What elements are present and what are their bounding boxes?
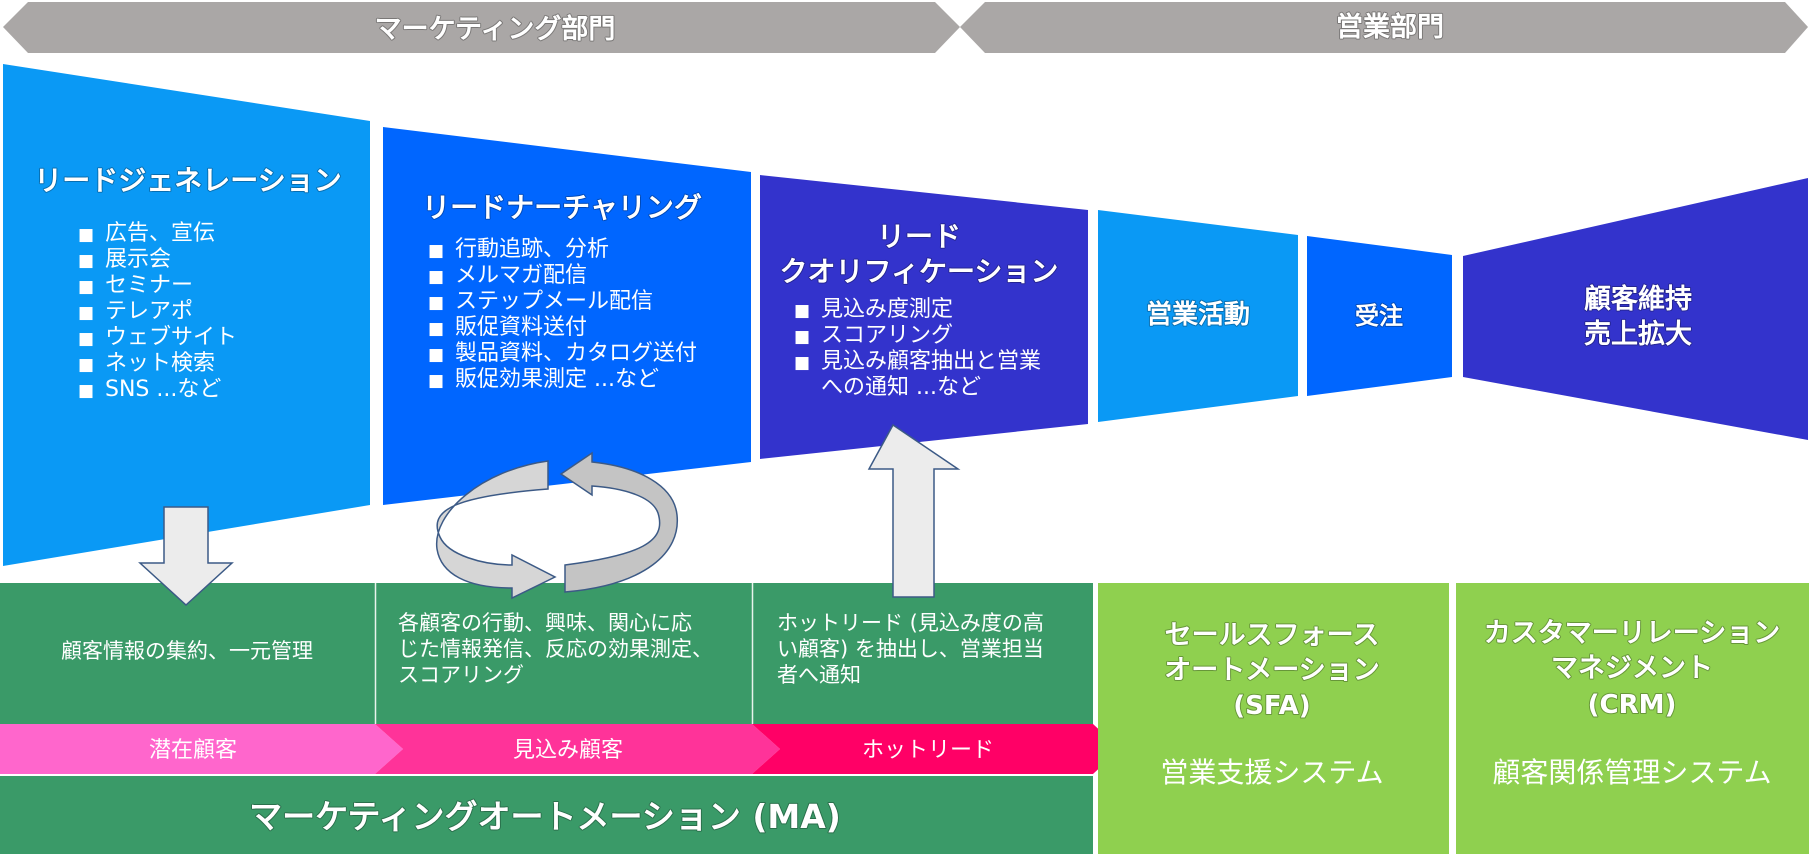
lead-generation-block (3, 64, 370, 566)
order-label: 受注 (1355, 302, 1403, 330)
sales-activity-block (1098, 210, 1298, 422)
list-item: テレアポ (105, 299, 193, 324)
list-item: への通知 ...など (821, 375, 981, 400)
crm-panel (1456, 583, 1809, 854)
bullet-icon: ■ (428, 293, 444, 313)
list-item: 広告、宣伝 (105, 221, 215, 246)
ma-panel-2-text: じた情報発信、反応の効果測定、 (398, 637, 713, 661)
ma-panel-3-text: 者へ通知 (777, 663, 861, 687)
sfa-subtitle: 営業支援システム (1160, 756, 1383, 789)
bullet-icon: ■ (794, 353, 810, 373)
ma-panel-2-text: 各顧客の行動、興味、関心に応 (398, 611, 692, 635)
bullet-icon: ■ (78, 303, 94, 323)
bullet-icon: ■ (794, 327, 810, 347)
ma-panel-1-text: 顧客情報の集約、一元管理 (61, 639, 313, 663)
down-arrow-icon (138, 506, 234, 607)
list-item: ステップメール配信 (455, 289, 653, 314)
lead-generation-list: ■ 広告、宣伝 ■ 展示会 ■ セミナー ■ テレアポ ■ ウェブサイト ■ ネ… (78, 221, 237, 402)
marketing-dept-label: マーケティング部門 (375, 13, 616, 45)
list-item: 見込み顧客抽出と営業 (821, 349, 1041, 374)
list-item: 展示会 (105, 247, 171, 272)
bullet-icon: ■ (78, 355, 94, 375)
crm-title-2: マネジメント (1551, 653, 1713, 684)
ma-bar (0, 776, 1093, 854)
retention-label-1: 顧客維持 (1584, 283, 1692, 315)
list-item: スコアリング (821, 323, 953, 348)
stage-prospect-label: 見込み顧客 (513, 738, 623, 763)
bullet-icon: ■ (78, 329, 94, 349)
bullet-icon: ■ (428, 371, 444, 391)
marketing-dept-banner (3, 2, 960, 53)
list-item: 行動追跡、分析 (455, 237, 609, 262)
retention-label-2: 売上拡大 (1584, 319, 1692, 350)
bullet-icon: ■ (794, 301, 810, 321)
lead-nurturing-block (383, 127, 751, 505)
bullet-icon: ■ (428, 345, 444, 365)
crm-title-3: (CRM) (1588, 690, 1677, 720)
sfa-title-2: オートメーション (1164, 655, 1379, 686)
ma-label: マーケティングオートメーション (MA) (249, 797, 841, 836)
stage-potential-customer-label: 潜在顧客 (149, 738, 237, 763)
sfa-title-3: (SFA) (1233, 691, 1310, 721)
list-item: セミナー (105, 273, 193, 298)
lead-qualification-list: ■ 見込み度測定 ■ スコアリング ■ 見込み顧客抽出と営業 への通知 ...な… (794, 297, 1041, 400)
sfa-panel (1098, 583, 1449, 854)
ma-panel-3-text: い顧客) を抽出し、営業担当 (777, 637, 1044, 661)
stage-hot-lead (752, 724, 1120, 774)
sfa-title-1: セールスフォース (1165, 620, 1380, 651)
lead-generation-title: リードジェネレーション (34, 164, 341, 197)
crm-subtitle: 顧客関係管理システム (1492, 756, 1771, 789)
lead-nurturing-title: リードナーチャリング (422, 191, 702, 224)
cycle-arrows-icon (436, 451, 678, 600)
bullet-icon: ■ (78, 381, 94, 401)
lead-qualification-title-2: クオリフィケーション (780, 255, 1059, 288)
sales-dept-label: 営業部門 (1336, 11, 1444, 43)
list-item: 製品資料、カタログ送付 (455, 341, 697, 366)
list-item: メルマガ配信 (455, 263, 587, 288)
stage-prospect (375, 724, 780, 774)
ma-panel-3-text: ホットリード (見込み度の高 (777, 611, 1044, 635)
bullet-icon: ■ (78, 277, 94, 297)
stage-potential-customer (0, 724, 403, 774)
up-arrow-icon (867, 423, 961, 598)
crm-title-1: カスタマーリレーション (1484, 618, 1780, 649)
list-item: ネット検索 (105, 351, 215, 376)
order-block (1307, 236, 1452, 396)
ma-panel-3 (753, 583, 1093, 724)
lead-nurturing-list: ■ 行動追跡、分析 ■ メルマガ配信 ■ ステップメール配信 ■ 販促資料送付 … (428, 237, 697, 392)
lead-qualification-title-1: リード (877, 220, 961, 253)
list-item: 販促効果測定 ...など (455, 367, 659, 392)
bullet-icon: ■ (428, 241, 444, 261)
bullet-icon: ■ (78, 251, 94, 271)
sales-dept-banner (960, 2, 1808, 53)
ma-panel-1 (0, 583, 375, 724)
list-item: ウェブサイト (105, 325, 237, 350)
list-item: 見込み度測定 (821, 297, 953, 322)
bullet-icon: ■ (428, 319, 444, 339)
retention-block (1463, 178, 1808, 440)
lead-qualification-block (760, 175, 1088, 459)
bullet-icon: ■ (78, 225, 94, 245)
sales-activity-label: 営業活動 (1146, 300, 1250, 330)
list-item: 販促資料送付 (455, 315, 587, 340)
bullet-icon: ■ (428, 267, 444, 287)
list-item: SNS ...など (105, 377, 221, 402)
ma-panel-2-text: スコアリング (398, 663, 524, 687)
stage-hot-lead-label: ホットリード (862, 738, 994, 763)
ma-panel-2 (376, 583, 752, 724)
